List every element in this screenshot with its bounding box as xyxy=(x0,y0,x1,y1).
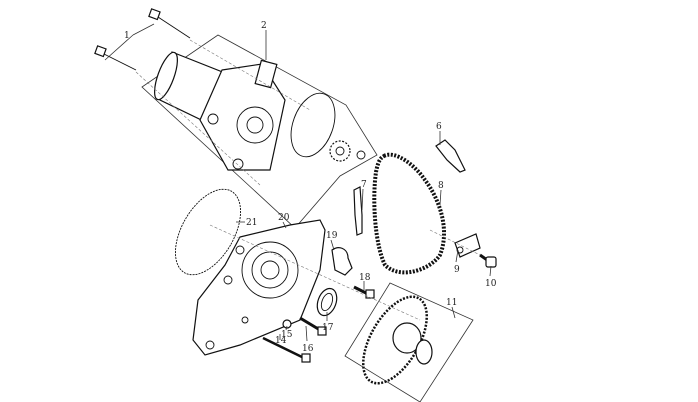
callout-1: 1 xyxy=(124,31,130,41)
starter-gear-part xyxy=(329,140,351,162)
callout-20: 20 xyxy=(278,213,290,223)
sprocket-part xyxy=(362,295,433,385)
bolt-part-18 xyxy=(353,285,375,299)
timing-chain-part xyxy=(372,152,447,275)
callout-15: 15 xyxy=(281,330,293,340)
nut-part-15 xyxy=(282,319,292,329)
callout-7: 7 xyxy=(361,180,367,190)
bolt-part-16 xyxy=(299,316,327,336)
callout-19: 19 xyxy=(326,231,338,241)
tensioner-part xyxy=(454,233,481,258)
callout-14: 14 xyxy=(275,336,287,346)
leader-lines xyxy=(104,23,492,342)
circlip-part xyxy=(356,150,366,160)
callout-10: 10 xyxy=(485,279,497,289)
oil-seal-part-17 xyxy=(316,287,338,317)
bolt-part-10 xyxy=(479,253,497,268)
callout-2: 2 xyxy=(261,21,267,31)
bolt-part-1a xyxy=(148,8,191,39)
bolt-part-1b xyxy=(94,45,137,71)
chain-guide-part-6 xyxy=(435,139,466,173)
gasket-part xyxy=(175,188,241,276)
callout-11: 11 xyxy=(446,298,457,308)
callout-16: 16 xyxy=(302,344,314,354)
o-ring-part xyxy=(290,92,336,158)
bracket-part xyxy=(331,247,353,276)
callout-6: 6 xyxy=(436,122,442,132)
callout-21: 21 xyxy=(246,218,257,228)
callout-17: 17 xyxy=(322,323,334,333)
callout-18: 18 xyxy=(359,273,371,283)
chain-guide-part-7 xyxy=(353,186,363,236)
callout-9: 9 xyxy=(454,265,460,275)
side-cover-part xyxy=(192,219,326,356)
callout-8: 8 xyxy=(438,181,444,191)
bolt-part-14 xyxy=(262,336,311,363)
sprocket-group-outline xyxy=(344,282,474,402)
starter-motor-part xyxy=(154,51,286,171)
